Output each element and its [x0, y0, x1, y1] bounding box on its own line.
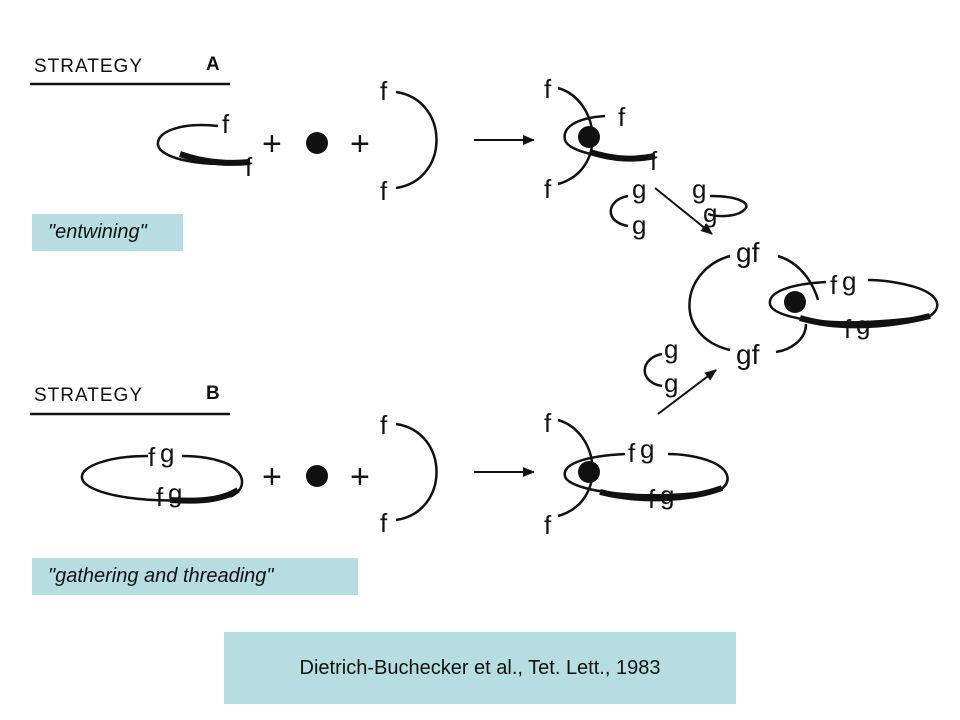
a-complex-f-1: f	[544, 74, 552, 104]
b-plus-2: +	[350, 458, 370, 496]
b-g-reagent: g g	[643, 334, 678, 398]
b-complex-f-low: f	[648, 484, 656, 514]
catenane-product: gf gf f g f g	[688, 237, 939, 370]
strategy-a-heading: STRATEGY A	[30, 54, 230, 86]
b-complex-g-low: g	[660, 480, 674, 510]
b-complex-f-top: f	[544, 408, 552, 438]
a-open-ring: f f	[156, 109, 253, 182]
strategy-b-title: STRATEGY	[34, 385, 143, 406]
a-complex-f-4: f	[544, 174, 552, 204]
a-ring-f-top: f	[222, 109, 230, 139]
b-complex-f-bottom: f	[544, 510, 552, 540]
a-reagent-g-1: g	[632, 174, 646, 204]
product-gf-top: gf	[736, 237, 760, 268]
product-f-upper: f	[830, 270, 838, 300]
a-complex-f-3: f	[650, 146, 658, 176]
b-complex-f-mid: f	[628, 438, 636, 468]
strategy-a-caption: "entwining"	[32, 214, 183, 251]
strategy-a-letter: A	[206, 54, 221, 75]
b-reagent-g-1: g	[664, 334, 678, 364]
a-crescent-f-bottom: f	[380, 176, 388, 206]
a-crescent: f f	[380, 76, 438, 206]
a-plus-2: +	[350, 125, 370, 163]
b-ring-g-bottom: g	[168, 478, 182, 508]
a-g-ring: g g	[692, 174, 748, 228]
b-complex-g-mid: g	[640, 434, 654, 464]
a-reagent-g-2: g	[632, 210, 646, 240]
strategy-b-caption: "gathering and threading"	[32, 558, 358, 595]
b-closed-ring: f g f g	[80, 438, 244, 512]
b-arrow-to-catenane	[657, 369, 717, 415]
a-ring-f-bottom: f	[245, 152, 253, 182]
strategy-a-title: STRATEGY	[34, 56, 143, 77]
a-crescent-f-top: f	[380, 76, 388, 106]
product-f-lower: f	[844, 314, 852, 344]
b-reagent-g-2: g	[664, 368, 678, 398]
b-crescent-f-bottom: f	[380, 508, 388, 538]
strategy-b-letter: B	[206, 383, 221, 404]
a-gring-g-1: g	[692, 174, 706, 204]
b-crescent: f f	[380, 410, 438, 538]
b-metal-ion	[306, 465, 328, 487]
b-ring-f-bottom: f	[156, 482, 164, 512]
a-complex: f f f f	[544, 74, 658, 204]
product-gf-bottom: gf	[736, 339, 760, 370]
a-plus-1: +	[262, 125, 282, 163]
b-ring-f-top: f	[148, 442, 156, 472]
a-metal-ion	[306, 132, 328, 154]
a-complex-f-2: f	[618, 102, 626, 132]
strategy-b-heading: STRATEGY B	[30, 383, 230, 416]
a-arrow-to-catenane	[654, 187, 713, 235]
a-gring-g-2: g	[703, 198, 717, 228]
product-g-upper: g	[842, 266, 856, 296]
citation: Dietrich-Buchecker et al., Tet. Lett., 1…	[224, 632, 736, 704]
b-complex: f f g f g f	[544, 408, 729, 540]
a-g-reagent: g g	[609, 174, 646, 240]
b-crescent-f-top: f	[380, 410, 388, 440]
b-plus-1: +	[262, 458, 282, 496]
b-ring-g-top: g	[160, 438, 174, 468]
product-g-lower: g	[856, 310, 870, 340]
